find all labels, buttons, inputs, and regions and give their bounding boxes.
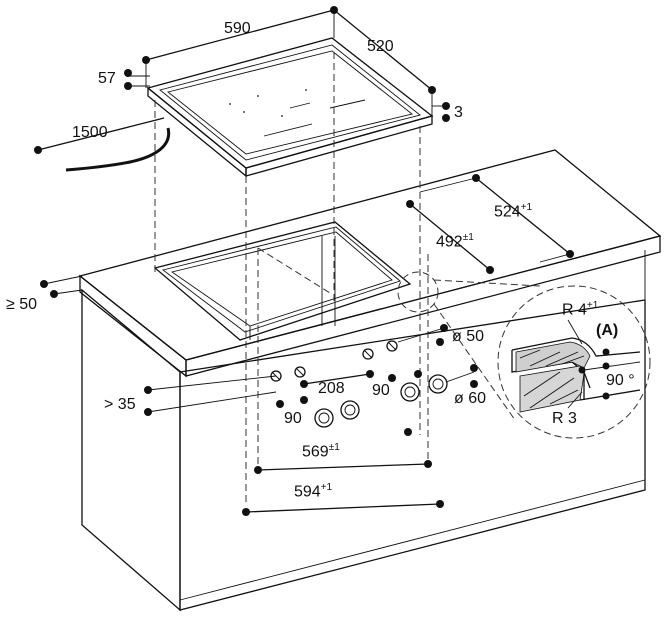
dim-dia50-label: ø 50 — [452, 328, 485, 345]
cutout — [153, 221, 412, 341]
detail-callout — [397, 271, 651, 439]
worktop — [78, 149, 662, 378]
dimension-lines — [34, 6, 574, 516]
dim-590-label: 590 — [224, 20, 251, 37]
projection-lines — [154, 52, 429, 505]
dim-524-tolerance: +1 — [520, 202, 533, 213]
dim-524-value: 524 — [494, 203, 521, 221]
dim-524-label: 524+1 — [494, 202, 532, 221]
control-knobs — [270, 340, 448, 428]
detail-r3-label: R 3 — [552, 410, 577, 427]
dim-1500-label: 1500 — [72, 124, 108, 141]
dim-dia60-label: ø 60 — [454, 390, 487, 407]
detail-r4-tolerance: +1 — [586, 300, 599, 311]
dim-90-right-label: 90 — [372, 382, 390, 399]
dim-208-label: 208 — [318, 380, 345, 397]
detail-a-label: (A) — [596, 322, 619, 339]
dim-569-value: 569 — [302, 443, 329, 461]
detail-r4-label: R 4+1 — [562, 300, 598, 319]
dim-gt35-label: > 35 — [104, 396, 136, 413]
dim-492-tolerance: ±1 — [462, 232, 474, 243]
dim-ge50-label: ≥ 50 — [6, 296, 38, 313]
dim-569-label: 569±1 — [302, 442, 340, 461]
dim-492-label: 492±1 — [436, 232, 474, 251]
dim-90-left-label: 90 — [284, 410, 302, 427]
power-cable — [65, 127, 171, 172]
hob — [146, 37, 434, 178]
dim-57-label: 57 — [98, 70, 116, 87]
dim-3-label: 3 — [454, 104, 463, 121]
dim-569-tolerance: ±1 — [328, 442, 340, 453]
dim-594-tolerance: +1 — [320, 482, 333, 493]
detail-90deg-label: 90 ° — [606, 372, 635, 389]
dim-594-label: 594+1 — [294, 482, 332, 501]
detail-r4-value: R 4 — [562, 301, 587, 319]
dim-520-label: 520 — [367, 38, 394, 55]
dim-594-value: 594 — [294, 483, 321, 501]
dim-492-value: 492 — [436, 233, 463, 251]
cabinet — [81, 250, 646, 612]
